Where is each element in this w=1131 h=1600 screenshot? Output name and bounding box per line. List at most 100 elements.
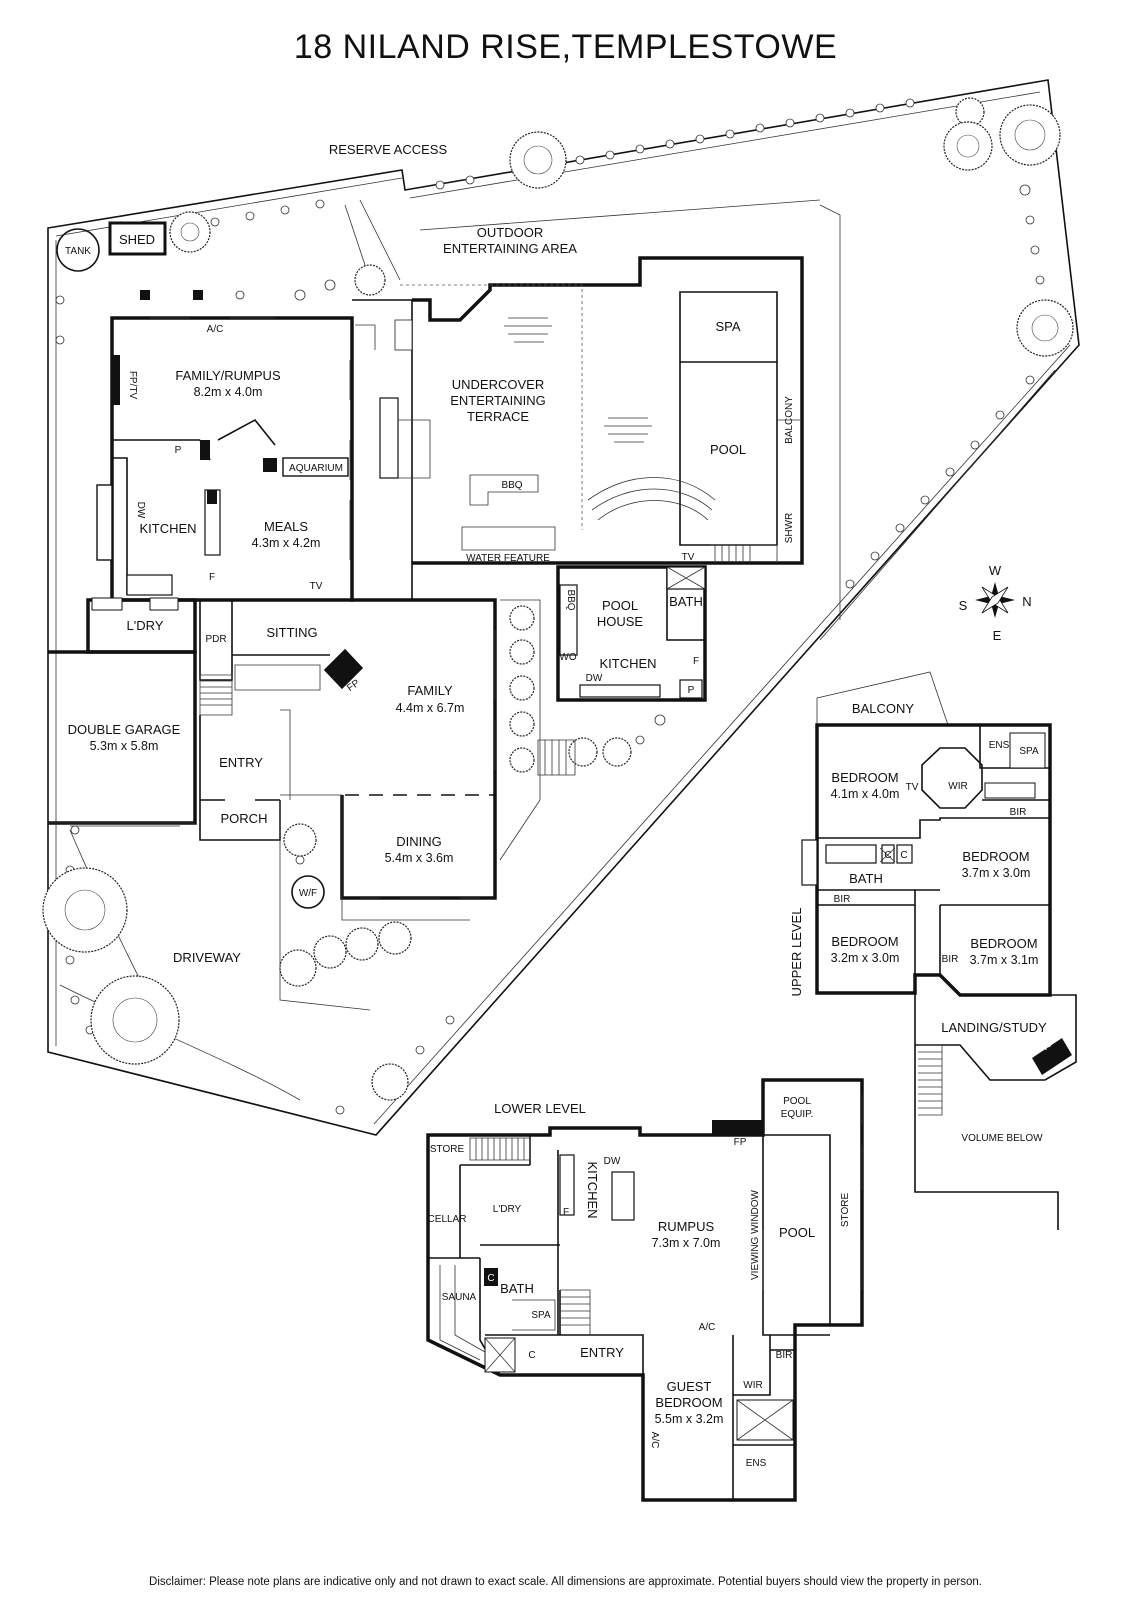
bbq-label: BBQ [501,480,522,491]
landing-label: LANDING/STUDY [941,1020,1047,1035]
lower-f-label: F [563,1207,569,1218]
lower-store2-label: STORE [840,1193,851,1228]
compass-s: S [959,598,968,613]
bedroom1-dim: 4.1m x 4.0m [831,787,900,801]
pool-house-label-2: HOUSE [597,614,644,629]
meals-dim: 4.3m x 4.2m [252,536,321,550]
pantry-label: P [175,445,182,456]
lower-ac-label: A/C [699,1322,716,1333]
driveway-label: DRIVEWAY [173,950,241,965]
upper-bir3-label: BIR [942,954,959,965]
lower-dw-label: DW [604,1156,621,1167]
aquarium-label: AQUARIUM [289,463,343,474]
water-feature-label: WATER FEATURE [466,553,550,564]
balcony-label: BALCONY [784,396,795,444]
entry-label: ENTRY [219,755,263,770]
ph-wo-label: WO [559,652,576,663]
compass-w: W [989,563,1002,578]
upper-bir-label: BIR [1010,807,1027,818]
tank: TANK [56,228,100,272]
pool-house-label-1: POOL [602,598,638,613]
family-label: FAMILY [407,683,453,698]
upper-c1-label: C [884,850,891,861]
ac-label: A/C [207,324,224,335]
rumpus-dim: 7.3m x 7.0m [652,1236,721,1250]
trees [42,97,1074,1101]
garage-dim: 5.3m x 5.8m [90,739,159,753]
shed: SHED [108,221,167,256]
ph-kitchen-label: KITCHEN [599,656,656,671]
upper-bir2-label: BIR [834,894,851,905]
undercover-label-3: TERRACE [467,409,529,424]
bedroom3-label: BEDROOM [831,934,898,949]
page-title: 18 NILAND RISE,TEMPLESTOWE [293,28,838,66]
upper-level-label: UPPER LEVEL [789,908,804,997]
porch-label: PORCH [221,811,268,826]
lower-c2-label: C [528,1350,535,1361]
upper-c2-label: C [900,850,907,861]
cellar-label: CELLAR [428,1214,467,1225]
ph-bbq-label: BBQ [565,589,576,610]
meals-label: MEALS [264,519,308,534]
upper-spa-label: SPA [1019,746,1039,757]
tv-label: TV [310,581,323,592]
lower-bir-label: BIR [776,1350,793,1361]
fptv-label: FP/TV [127,371,138,400]
upper-ens-label: ENS [989,740,1010,751]
lower-level-label: LOWER LEVEL [494,1101,586,1116]
water-feature-wf-label: W/F [299,888,317,899]
pool-equip-label-1: POOL [783,1096,811,1107]
bedroom2-dim: 3.7m x 3.0m [962,866,1031,880]
lower-pool-label: POOL [779,1225,815,1240]
lower-spa-label: SPA [531,1310,551,1321]
rumpus-label: RUMPUS [658,1219,715,1234]
dining-dim: 5.4m x 3.6m [385,851,454,865]
guest-label-2: BEDROOM [655,1395,722,1410]
pdr-label: PDR [205,634,226,645]
family-rumpus-label: FAMILY/RUMPUS [175,368,281,383]
lower-kitchen-label: KITCHEN [585,1161,600,1218]
kitchen-label: KITCHEN [139,521,196,536]
bedroom2-label: BEDROOM [962,849,1029,864]
ph-f-label: F [693,656,699,667]
fridge-label: F [209,572,215,583]
bedroom4-label: BEDROOM [970,936,1037,951]
lower-wir-label: WIR [743,1380,762,1391]
lower-entry-label: ENTRY [580,1345,624,1360]
bedroom1-label: BEDROOM [831,770,898,785]
site-boundary [47,79,1080,1136]
ground-floor: A/C FAMILY/RUMPUS 8.2m x 4.0m FP/TV P AQ… [48,256,804,1011]
pool-label: POOL [710,442,746,457]
compass-e: E [993,628,1002,643]
upper-bath-label: BATH [849,871,883,886]
landing-fp-label: FP [1039,1042,1052,1053]
tank-label: TANK [65,246,91,257]
upper-wir-label: WIR [948,781,967,792]
ph-bath-label: BATH [669,594,703,609]
bedroom3-dim: 3.2m x 3.0m [831,951,900,965]
compass-n: N [1022,594,1031,609]
upper-level: BALCONY ENS SPA WIR BIR BEDROOM 4.1m x 4… [789,671,1077,1230]
outdoor-label-2: ENTERTAINING AREA [443,241,577,256]
lower-level: LOWER LEVEL STORE DW KITCHE [426,1078,864,1502]
sauna-label: SAUNA [442,1292,477,1303]
guest-label-1: GUEST [667,1379,712,1394]
spa-label: SPA [715,319,740,334]
ph-dw-label: DW [586,673,603,684]
ph-tv-label: TV [682,552,695,563]
pool-equip-label-2: EQUIP. [781,1109,814,1120]
lower-fp-label: FP [734,1137,747,1148]
volume-below-label: VOLUME BELOW [961,1133,1043,1144]
lower-store-label: STORE [430,1144,465,1155]
family-dim: 4.4m x 6.7m [396,701,465,715]
reserve-access-label: RESERVE ACCESS [329,142,448,157]
lower-ac2-label: A/C [649,1432,660,1449]
outdoor-label-1: OUTDOOR [477,225,543,240]
lower-ldry-label: L'DRY [493,1204,522,1215]
upper-tv-label: TV [906,782,919,793]
lower-bath-label: BATH [500,1281,534,1296]
undercover-label-2: ENTERTAINING [450,393,546,408]
garage-label: DOUBLE GARAGE [68,722,181,737]
shed-label: SHED [119,232,155,247]
